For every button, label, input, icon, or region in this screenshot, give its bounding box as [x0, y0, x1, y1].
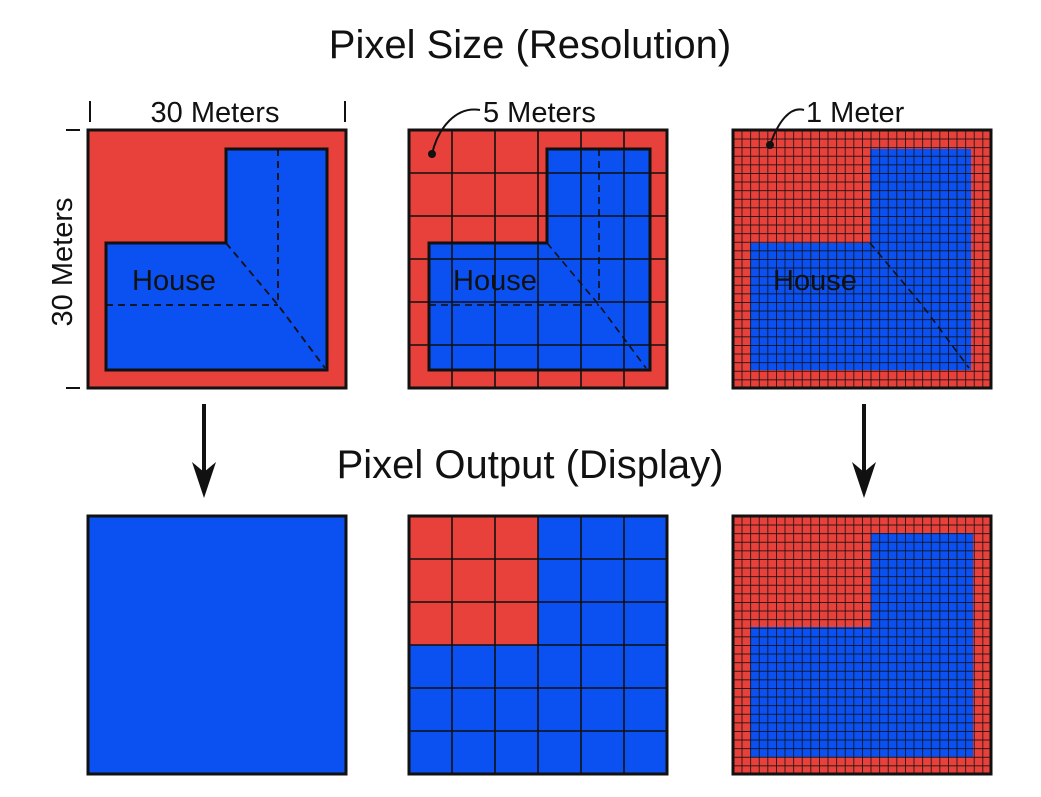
panel-1m-border — [731, 128, 993, 390]
panel-5m-border — [407, 128, 669, 390]
callout-1m: 1 Meter — [766, 97, 905, 149]
dimension-height: 30 Meters — [47, 129, 80, 389]
panel-output-30m — [86, 514, 348, 776]
house-label-5m: House — [453, 265, 537, 297]
width-label-30m: 30 Meters — [151, 97, 280, 129]
house-label-1m: House — [773, 265, 857, 297]
output-5m-red-block — [409, 516, 538, 645]
output-1m-border — [731, 514, 993, 776]
size-label-5m: 5 Meters — [483, 97, 596, 129]
grid-5m — [409, 130, 667, 388]
output-grid-1m — [733, 516, 991, 774]
arrow-left — [192, 404, 216, 498]
title-pixel-output: Pixel Output (Display) — [337, 443, 724, 487]
dimension-width: 30 Meters — [89, 97, 346, 129]
callout-5m: 5 Meters — [428, 97, 596, 158]
arrow-right — [852, 404, 876, 498]
grid-1m — [733, 130, 991, 388]
house-roof-lines-30m — [106, 149, 326, 369]
size-label-1m: 1 Meter — [806, 97, 905, 129]
panel-resolution-1m: House — [731, 128, 993, 390]
output-30m-pixel — [86, 514, 348, 776]
title-pixel-size: Pixel Size (Resolution) — [329, 23, 731, 67]
height-label-30m: 30 Meters — [47, 198, 79, 327]
panel-output-1m — [731, 514, 993, 776]
house-label-30m: House — [132, 265, 216, 297]
panel-resolution-30m: House — [86, 128, 348, 390]
house-roof-lines-5m — [429, 149, 647, 369]
panel-resolution-5m: House — [407, 128, 669, 390]
output-grid-5m — [409, 516, 667, 774]
output-5m-border — [407, 514, 669, 776]
house-roof-lines-1m — [869, 242, 970, 369]
panel-output-5m — [407, 514, 669, 776]
